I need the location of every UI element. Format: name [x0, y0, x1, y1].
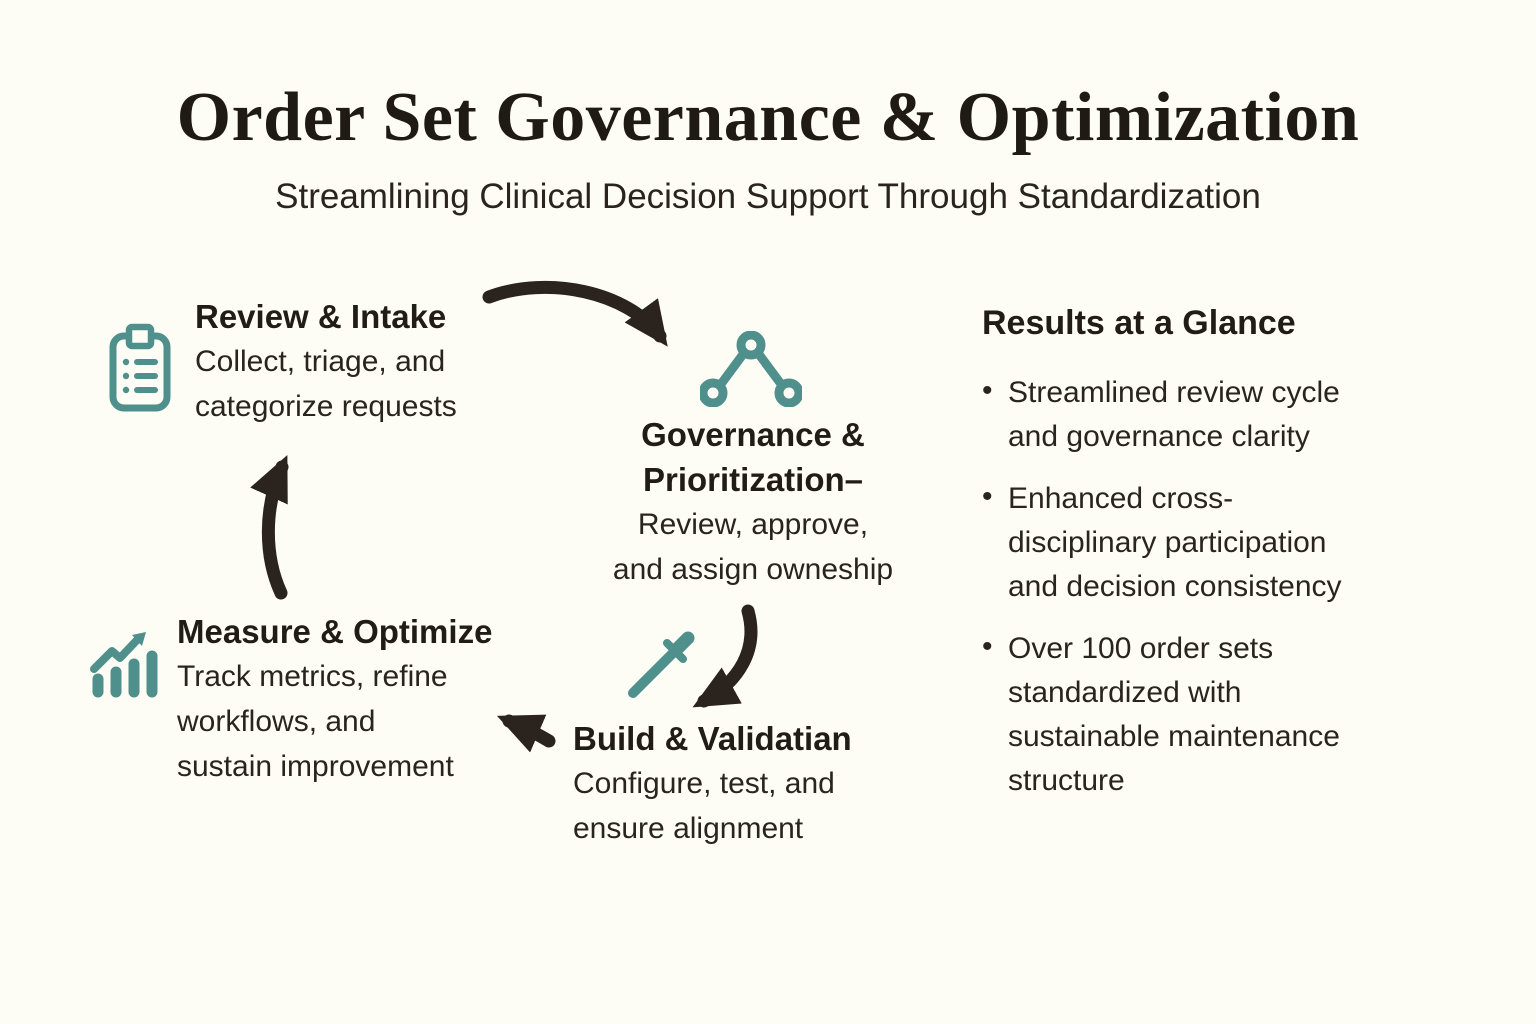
page-subtitle: Streamlining Clinical Decision Support T…	[275, 177, 1261, 216]
step-title: Review & Intake	[195, 298, 447, 335]
bar-chart-icon	[88, 625, 168, 699]
result-bullet: Enhanced cross- disciplinary participati…	[982, 475, 1422, 609]
page-title: Order Set Governance & Optimization	[176, 79, 1360, 156]
step-description: Review, approve, and assign owneship	[612, 508, 894, 586]
result-bullet: Streamlined review cycle and governance …	[982, 369, 1422, 459]
network-icon	[700, 331, 802, 407]
results-list: Streamlined review cycle and governance …	[982, 369, 1422, 803]
step-description: Collect, triage, and categorize requests	[195, 345, 457, 423]
results-heading: Results at a Glance	[982, 304, 1296, 342]
step-governance-prioritization: Governance & Prioritization– Review, app…	[538, 412, 968, 592]
step-build-validation: Build & Validatian Configure, test, and …	[573, 716, 913, 851]
step-title: Measure & Optimize	[177, 613, 493, 650]
screwdriver-icon	[624, 624, 702, 702]
step-description: Track metrics, refine workflows, and sus…	[177, 660, 454, 783]
step-title: Build & Validatian	[573, 720, 852, 757]
result-bullet: Over 100 order sets standardized with su…	[982, 625, 1422, 803]
arrow-measure-to-review	[250, 455, 289, 600]
step-measure-optimize: Measure & Optimize Track metrics, refine…	[177, 609, 537, 789]
arrow-governance-to-build	[692, 604, 758, 708]
results-panel: Results at a Glance Streamlined review c…	[982, 301, 1422, 821]
step-title: Governance & Prioritization–	[641, 416, 865, 498]
step-description: Configure, test, and ensure alignment	[573, 767, 835, 845]
step-review-intake: Review & Intake Collect, triage, and cat…	[195, 294, 525, 429]
clipboard-icon	[108, 322, 172, 414]
